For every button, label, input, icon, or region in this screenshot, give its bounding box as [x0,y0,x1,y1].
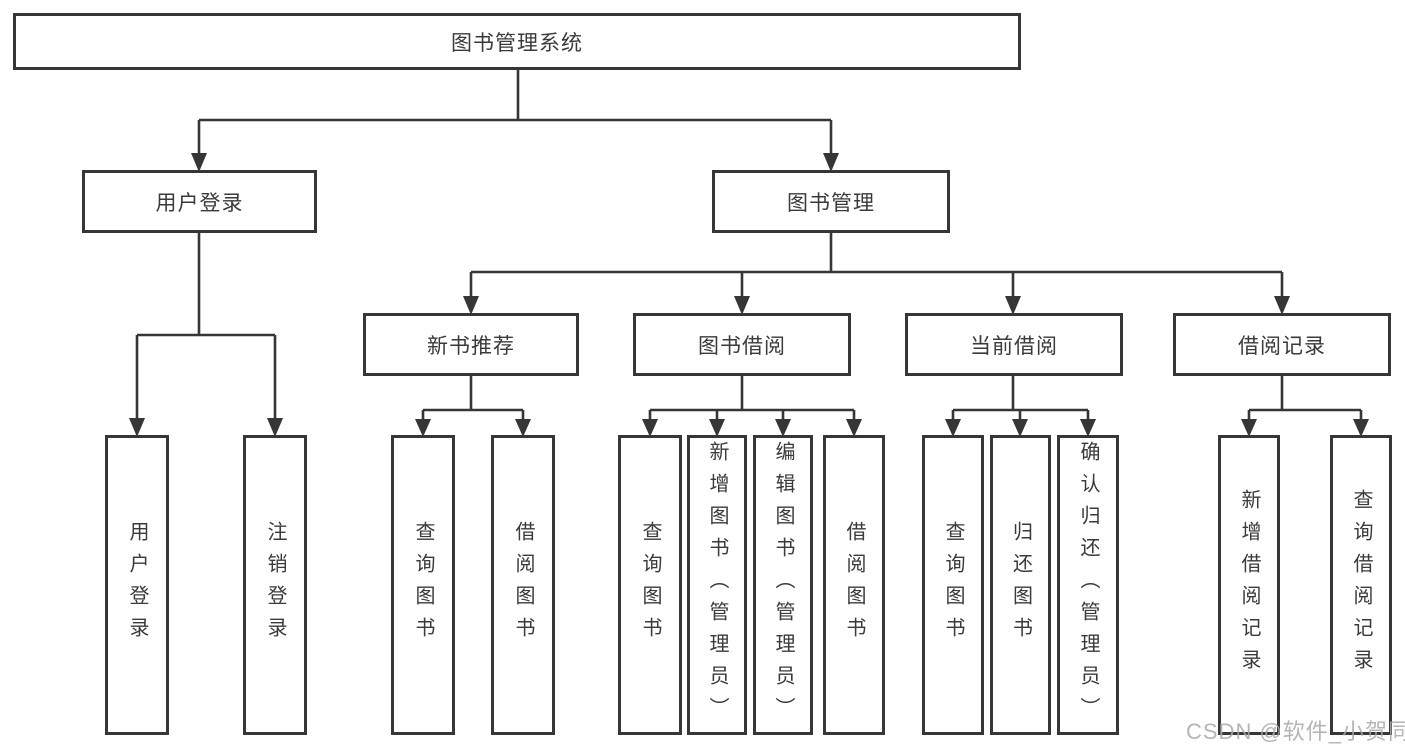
node-label: 借阅图书 [843,521,865,649]
node-label: 查询图书 [639,521,661,649]
node-label: 借阅记录 [1238,334,1326,358]
leaf-add-book-admin: 新增图书（管理员） [687,435,747,735]
node-label: 查询图书 [942,521,964,649]
leaf-add-borrow-record: 新增借阅记录 [1218,435,1280,735]
node-label: 图书管理 [787,191,875,215]
leaf-borrow-book: 借阅图书 [823,435,885,735]
node-current-borrow: 当前借阅 [905,313,1123,376]
node-label: 查询借阅记录 [1350,489,1372,681]
csdn-watermark: CSDN @软件_小贺同学 [1186,719,1405,744]
node-label: 查询图书 [412,521,434,649]
node-label: 图书管理系统 [451,31,583,55]
leaf-borrow-book-recommend: 借阅图书 [491,435,555,735]
leaf-return-book: 归还图书 [990,435,1051,735]
node-label: 新增借阅记录 [1238,489,1260,681]
node-label: 新增图书（管理员） [706,441,728,729]
leaf-query-book-current: 查询图书 [922,435,984,735]
leaf-logout-login: 注销登录 [243,435,307,735]
leaf-query-book-borrow: 查询图书 [618,435,682,735]
node-borrow-record: 借阅记录 [1173,313,1391,376]
node-label: 借阅图书 [512,521,534,649]
node-label: 确认归还（管理员） [1077,441,1099,729]
node-book-management: 图书管理 [712,170,950,233]
node-label: 注销登录 [264,521,286,649]
node-library-management-system: 图书管理系统 [13,13,1021,70]
node-label: 图书借阅 [698,334,786,358]
node-user-login: 用户登录 [82,170,317,233]
leaf-edit-book-admin: 编辑图书（管理员） [753,435,813,735]
node-new-book-recommend: 新书推荐 [363,313,579,376]
node-label: 用户登录 [126,521,148,649]
node-book-borrow: 图书借阅 [633,313,851,376]
node-label: 新书推荐 [427,334,515,358]
node-label: 当前借阅 [970,334,1058,358]
node-label: 编辑图书（管理员） [772,441,794,729]
leaf-user-login: 用户登录 [105,435,169,735]
node-label: 归还图书 [1009,521,1032,649]
leaf-query-book-recommend: 查询图书 [391,435,455,735]
leaf-query-borrow-record: 查询借阅记录 [1330,435,1392,735]
leaf-confirm-return-admin: 确认归还（管理员） [1057,435,1119,735]
node-label: 用户登录 [155,191,244,215]
